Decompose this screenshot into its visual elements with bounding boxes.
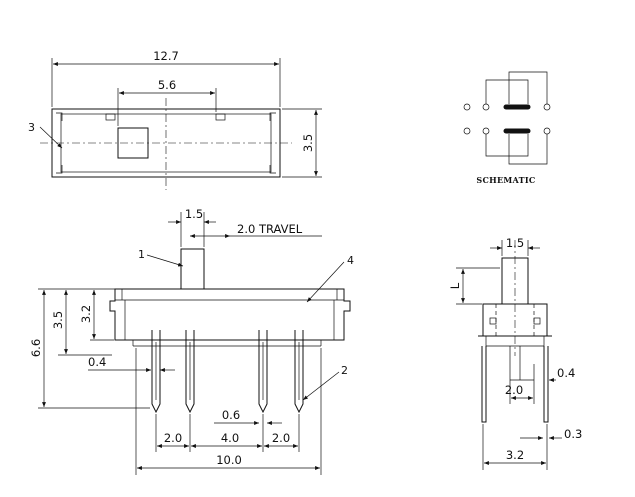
dim-side-width: 3.2 [506,448,524,462]
dim-pitch-right: 2.0 [272,431,290,445]
callout-1: 1 [138,248,145,261]
dim-overall-length: 12.7 [153,49,179,63]
callout-3: 3 [28,121,35,134]
dim-l: L [448,282,462,289]
dim-travel: 2.0 TRAVEL [237,222,303,236]
top-view: 12.7 5.6 3.5 3 [28,49,322,190]
front-view-housing [109,288,351,341]
dim-pin-width: 0.6 [222,408,240,422]
dim-side-pin-thickness: 0.4 [557,366,575,380]
dim-total-width: 10.0 [216,453,242,467]
front-view: 1.5 2.0 TRAVEL 1 4 2 6.6 3.5 3.2 0.4 [29,207,354,475]
dim-side-actuator: 1.5 [506,236,524,250]
front-view-actuator [180,248,205,290]
dim-pin-thickness: 0.4 [88,355,106,369]
front-view-pins [151,330,304,414]
callout-4: 4 [347,254,354,267]
dim-top-height: 3.5 [301,134,315,152]
dim-pitch-mid: 4.0 [221,431,239,445]
dim-side-pin-spacing: 2.0 [505,383,523,397]
dim-slot-length: 5.6 [158,78,176,92]
dim-pitch-left: 2.0 [164,431,182,445]
callout-2: 2 [341,364,348,377]
schematic-caption: SCHEMATIC [476,175,535,185]
dim-total-height: 6.6 [29,339,43,357]
side-view: 1.5 L 0.4 2.0 0.3 3.2 [448,236,582,470]
schematic: SCHEMATIC [463,71,551,185]
dim-case-height: 3.2 [79,305,93,323]
side-view-actuator [501,257,529,305]
dim-side-pin-tip: 0.3 [564,427,582,441]
dim-front-actuator: 1.5 [185,207,203,221]
dim-body-height: 3.5 [51,311,65,329]
